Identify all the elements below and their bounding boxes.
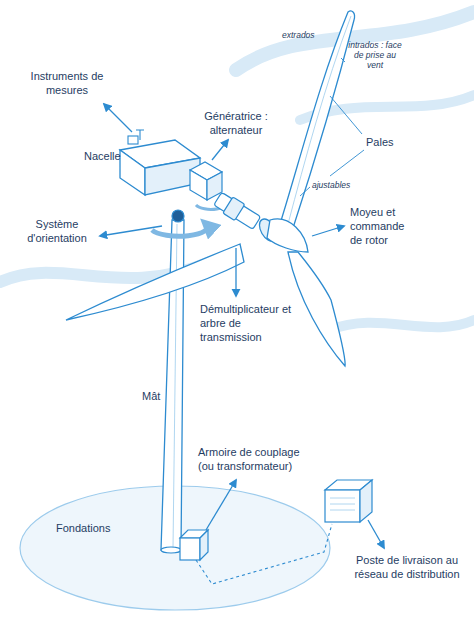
anemometer	[136, 130, 144, 140]
leader-arrow	[212, 140, 228, 160]
blade-edge	[288, 16, 351, 224]
coupling-cabinet	[200, 530, 208, 560]
part-label: extrados	[282, 30, 332, 40]
leader-line	[330, 150, 364, 176]
nacelle	[120, 150, 145, 195]
station-grille	[330, 498, 355, 510]
wind-band	[330, 320, 474, 330]
leader-arrow	[206, 480, 236, 530]
part-label: Fondations	[56, 522, 126, 536]
part-label: Mât	[142, 390, 172, 404]
part-label: ajustables	[312, 180, 362, 190]
part-label: Poste de livraison au réseau de distribu…	[345, 554, 469, 582]
part-label: Système d'orientation	[16, 218, 98, 246]
delivery-station	[325, 490, 360, 522]
hub-nose	[267, 219, 308, 252]
yaw-bearing	[172, 210, 184, 222]
coupling-cabinet	[180, 538, 200, 560]
leader-line	[330, 96, 362, 134]
gearbox-shaft	[214, 192, 261, 229]
leader-line	[341, 58, 345, 62]
leader-arrow	[312, 226, 344, 236]
leader-arrow	[100, 226, 162, 236]
part-label: Instruments de mesures	[25, 70, 109, 98]
part-label: Génératrice : alternateur	[196, 110, 276, 138]
measuring-instrument	[128, 136, 138, 144]
leader-arrow	[235, 248, 236, 296]
part-label: Moyeu et commande de rotor	[350, 206, 412, 247]
part-label: Armoire de couplage (ou transformateur)	[198, 446, 316, 474]
tower-base	[161, 547, 181, 553]
leader-arrow	[104, 104, 132, 132]
part-label: intrados : face de prise au vent	[346, 40, 404, 71]
part-label: Démultiplicateur et arbre de transmissio…	[200, 303, 300, 344]
leader-arrow	[368, 520, 384, 548]
gearbox	[223, 197, 245, 221]
generator	[190, 170, 207, 200]
wind-band	[236, 12, 474, 70]
blade	[280, 11, 355, 228]
buried-cable	[196, 524, 332, 584]
blade	[288, 252, 345, 366]
delivery-station	[360, 480, 372, 522]
part-label: Pales	[366, 136, 406, 150]
leader-line	[300, 187, 310, 196]
part-label: Nacelle	[84, 150, 134, 164]
